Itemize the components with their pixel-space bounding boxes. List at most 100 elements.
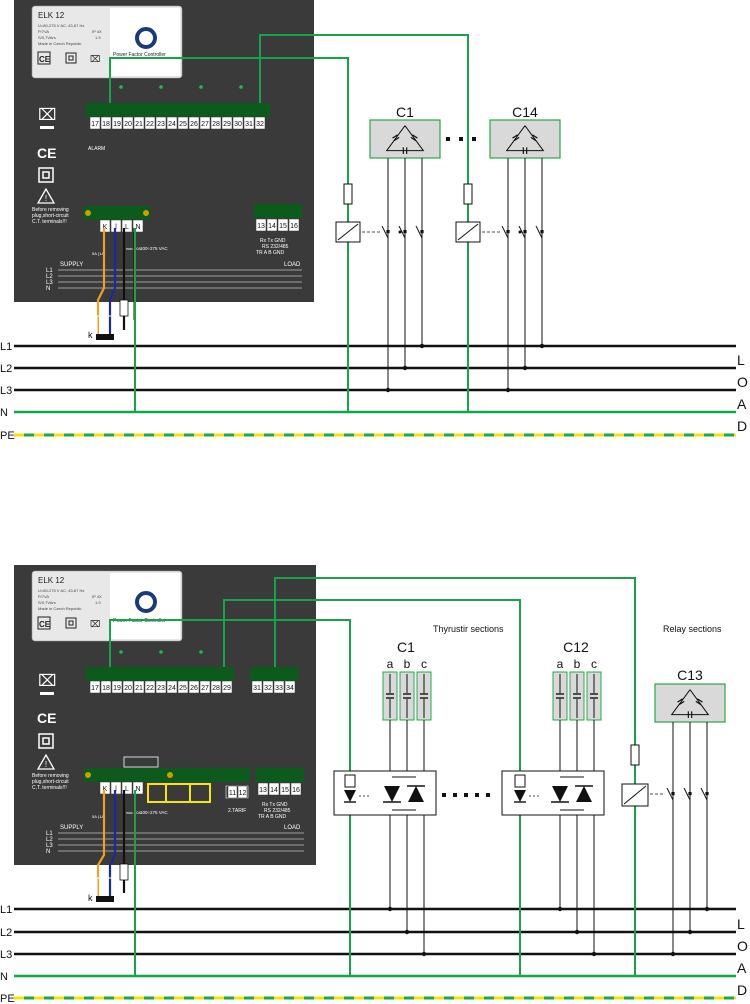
weee-icon: ⌧: [90, 54, 100, 64]
optocoupler-icon: [344, 790, 356, 802]
terminal-out-2-8: [177, 680, 189, 694]
device-spec-2-4: Made in Czech Republic: [38, 606, 81, 611]
comm-label-3: TR A B GND: [256, 250, 284, 256]
terminal-out-label: 27: [201, 121, 209, 128]
device-model-2: ELK 12: [38, 576, 65, 585]
terminal-out-2-label: 25: [179, 685, 187, 692]
terminal-out-2-label: 28: [212, 685, 220, 692]
terminal-in-2-label: L: [125, 786, 129, 793]
load-2-letter-a: A: [737, 960, 747, 976]
supply-label-2: SUPPLY: [60, 825, 83, 831]
ct-transformer-icon: [96, 334, 114, 340]
terminal-relay-1: [262, 680, 274, 694]
terminal-comm-2-3: [290, 782, 302, 796]
weee-panel-icon-2: ⌧: [38, 673, 56, 690]
load-2-letter-l: L: [737, 916, 745, 932]
device-spec-ip: IP 4X: [92, 29, 102, 34]
terminal-comm-2-label: 15: [281, 787, 289, 794]
bus-2-n-label: N: [0, 971, 8, 983]
comm-label-2: RS 232/485: [262, 244, 289, 250]
insulation-panel-icon: [38, 167, 54, 183]
warning-icon: [36, 187, 56, 204]
relay-sections-title: Relay sections: [663, 624, 722, 634]
device-spec-2-2: P/7VA: [38, 594, 49, 599]
terminal-out-6: [155, 116, 167, 130]
terminal-out-4: [133, 116, 145, 130]
warning-line-1: Before removing: [32, 207, 69, 213]
phase-letter: a: [387, 657, 394, 671]
terminal-out-label: 28: [212, 121, 220, 128]
fuse-icon: [119, 299, 129, 317]
terminal-comm-label: 15: [279, 223, 287, 230]
terminal-in-2-3: [132, 781, 144, 795]
terminal-comm-2: [277, 218, 289, 232]
terminal-out-1: [100, 116, 112, 130]
load-2-letter-o: O: [737, 938, 748, 954]
brand-logo-icon: [135, 27, 157, 49]
double-insulation-icon-2: [65, 617, 77, 629]
bus-n-label: N: [0, 407, 8, 419]
terminal-tarif-0: [227, 785, 238, 799]
fuse-icon: [463, 183, 473, 205]
terminal-out-label: 30: [234, 121, 242, 128]
aux-terminal-block: [184, 768, 250, 782]
load-letter-l: L: [737, 352, 745, 368]
terminal-out-2-3: [122, 680, 134, 694]
capacitor-section-c1: C1: [335, 104, 441, 393]
terminal-out-14: [243, 116, 255, 130]
output-terminal-block-2: [86, 667, 234, 681]
terminal-out-2-label: 29: [223, 685, 231, 692]
terminal-in-label: L: [125, 224, 129, 231]
terminal-out-3: [122, 116, 134, 130]
fuse-icon: [343, 183, 353, 205]
ct-transformer-icon-2: [96, 896, 114, 902]
terminal-out-2-label: 23: [157, 685, 165, 692]
terminal-out-2-label: 18: [102, 685, 110, 692]
relay-capacitor-label: C13: [677, 667, 703, 683]
load-letter-o: O: [737, 374, 748, 390]
terminal-comm-2-2: [279, 782, 291, 796]
panel-2-l3: L3: [46, 843, 53, 849]
input-terminal-block-2: [84, 768, 184, 782]
bus-lines-2: [14, 907, 736, 1000]
terminal-out-2-label: 22: [146, 685, 154, 692]
fuse-2-label-2: max. 20A: [126, 811, 141, 815]
terminal-relay-2: [273, 680, 285, 694]
ce-mark-icon-2: [37, 616, 51, 630]
panel-2-l2: L2: [46, 837, 53, 843]
terminal-relay-label: 32: [264, 685, 272, 692]
terminal-out-2-label: 21: [135, 685, 143, 692]
terminal-out-15: [254, 116, 266, 130]
device-model: ELK 12: [38, 11, 65, 20]
bus-l3-label: L3: [0, 385, 12, 397]
terminal-comm-3: [288, 218, 300, 232]
terminal-relay-0: [251, 680, 263, 694]
terminal-out-11: [210, 116, 222, 130]
thyristor-sections-title: Thyrustir sections: [433, 624, 504, 634]
terminal-out-2-label: 19: [113, 685, 121, 692]
thyristor-icon: [552, 786, 568, 802]
k-label: k: [88, 330, 93, 340]
panel-phase-lines-2: [58, 832, 304, 852]
terminal-out-12: [221, 116, 233, 130]
k-label-2: k: [88, 893, 93, 903]
terminal-out-label: 20: [124, 121, 132, 128]
brand-label: Power Factor Controller: [113, 52, 166, 58]
device-spec-ver: 1.9: [95, 35, 101, 40]
voltage-label: 100÷275 VAC: [140, 246, 168, 251]
bus-2-l3-label: L3: [0, 949, 12, 961]
warning-2-line-2: plug,short-circuit: [32, 779, 69, 785]
terminal-out-9: [188, 116, 200, 130]
device-spec-2: P/7VA: [38, 29, 49, 34]
terminal-relay-label: 33: [275, 685, 283, 692]
weee-icon-2: ⌧: [90, 619, 100, 629]
weee-panel-icon: ⌧: [38, 107, 56, 124]
terminal-out-2-4: [133, 680, 145, 694]
brand-area: [110, 8, 180, 76]
terminal-out-label: 23: [157, 121, 165, 128]
relay-section-c13: C13: [621, 667, 726, 957]
